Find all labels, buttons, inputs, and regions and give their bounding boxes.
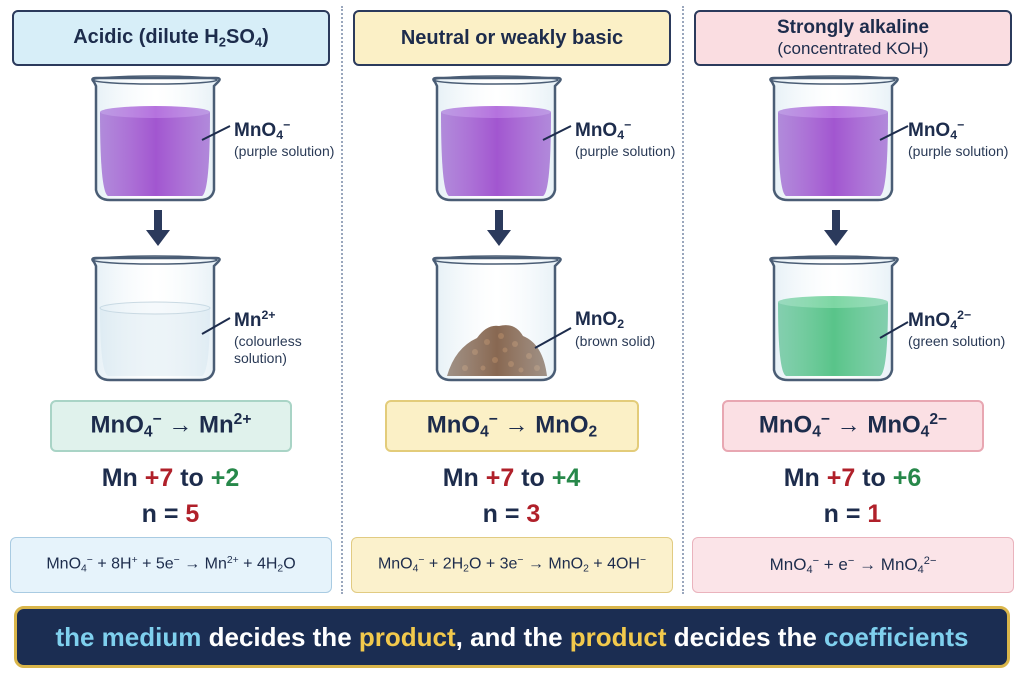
green-solution-beaker bbox=[769, 255, 909, 382]
neutral-reaction-summary: MnO4− → MnO2 bbox=[385, 400, 639, 452]
alkaline-header: Strongly alkaline(concentrated KOH) bbox=[694, 10, 1012, 66]
electron-count: n = 3 bbox=[482, 500, 541, 528]
alkaline-column: Strongly alkaline(concentrated KOH) MnO4… bbox=[682, 0, 1023, 598]
brown-precipitate-beaker bbox=[432, 255, 572, 382]
purple-solution-beaker bbox=[769, 75, 909, 202]
colourless-solution-beaker bbox=[91, 255, 231, 382]
neutral-header: Neutral or weakly basic bbox=[353, 10, 671, 66]
acidic-half-equation: MnO4− + 8H+ + 5e− → Mn2+ + 4H2O bbox=[10, 537, 332, 593]
permanganate-label: MnO4− (purple solution) bbox=[575, 118, 676, 160]
acidic-header: Acidic (dilute H2SO4) bbox=[12, 10, 330, 66]
column-divider bbox=[341, 6, 343, 594]
oxidation-state-change: Mn +7 to +6 bbox=[783, 464, 922, 492]
down-arrow-icon bbox=[487, 210, 511, 246]
permanganate-label: MnO4− (purple solution) bbox=[234, 118, 335, 160]
down-arrow-icon bbox=[146, 210, 170, 246]
acidic-reaction-summary: MnO4− → Mn2+ bbox=[50, 400, 292, 452]
manganate-label: MnO42− (green solution) bbox=[908, 308, 1006, 350]
alkaline-reaction-summary: MnO4− → MnO42− bbox=[722, 400, 984, 452]
acidic-column: Acidic (dilute H2SO4) MnO4− (purple solu… bbox=[0, 0, 341, 598]
neutral-half-equation: MnO4− + 2H2O + 3e− → MnO2 + 4OH− bbox=[351, 537, 673, 593]
down-arrow-icon bbox=[824, 210, 848, 246]
permanganate-label: MnO4− (purple solution) bbox=[908, 118, 1009, 160]
neutral-column: Neutral or weakly basic MnO4− (purple so… bbox=[341, 0, 682, 598]
manganese-ii-label: Mn2+ (colourless solution) bbox=[234, 308, 302, 367]
summary-banner: the medium decides the product, and the … bbox=[14, 606, 1010, 668]
oxidation-state-change: Mn +7 to +2 bbox=[101, 464, 240, 492]
manganese-dioxide-label: MnO2 (brown solid) bbox=[575, 309, 656, 349]
purple-solution-beaker bbox=[432, 75, 572, 202]
oxidation-state-change: Mn +7 to +4 bbox=[442, 464, 581, 492]
alkaline-half-equation: MnO4− + e− → MnO42− bbox=[692, 537, 1014, 593]
electron-count: n = 5 bbox=[141, 500, 200, 528]
purple-solution-beaker bbox=[91, 75, 231, 202]
column-divider bbox=[682, 6, 684, 594]
electron-count: n = 1 bbox=[823, 500, 882, 528]
